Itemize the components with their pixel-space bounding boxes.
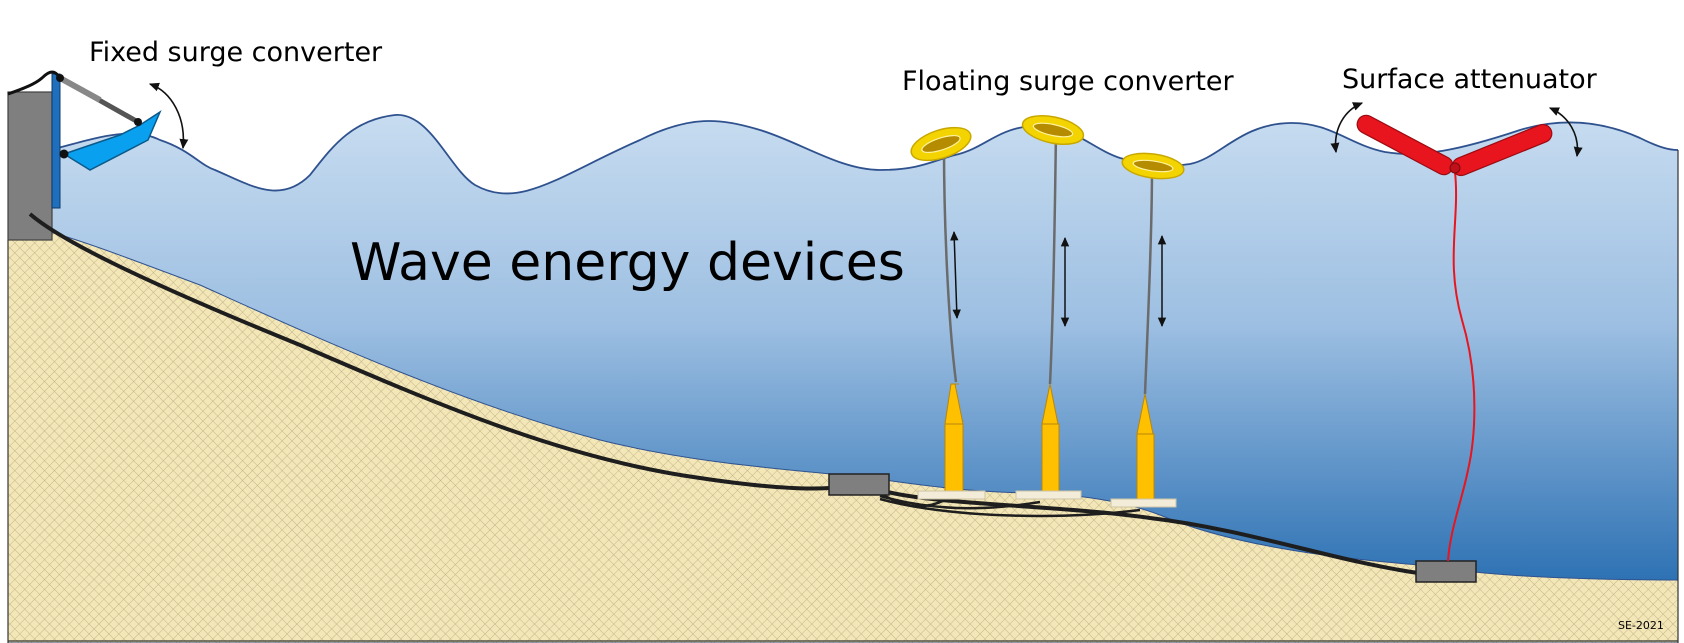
anchor-base-3 [1110, 498, 1177, 508]
tether-1 [942, 147, 958, 383]
floating-surge-unit-1 [910, 126, 986, 500]
credit-label: SE-2021 [1618, 619, 1664, 632]
pivot-arm [134, 118, 142, 126]
tether-2 [1048, 129, 1058, 385]
anchor-pile-1 [944, 423, 964, 493]
tether-3 [1143, 166, 1154, 395]
shore-cable-top [7, 70, 62, 96]
anchor-base-1 [917, 490, 986, 500]
cable-to-attenuator-hub [879, 488, 1419, 575]
motion-arrow-1 [950, 230, 961, 320]
label-floating-surge-converter: Floating surge converter [902, 66, 1234, 97]
pivot-bottom [59, 149, 69, 159]
curved-arrow-attenuator-left [1330, 102, 1364, 154]
wave-surface-line [49, 114, 1679, 195]
floating-surge-unit-2 [1015, 114, 1085, 500]
label-fixed-surge-converter: Fixed surge converter [89, 37, 383, 68]
junction-box-center [828, 473, 890, 496]
attenuator-hinge [1449, 162, 1461, 174]
floating-surge-unit-3 [1110, 152, 1185, 508]
main-shore-cable [28, 212, 831, 491]
curved-arrow-fixed [148, 82, 189, 150]
export-cables [28, 212, 1419, 575]
anchor-pile-2 [1041, 423, 1060, 493]
anchor-base-2 [1015, 490, 1082, 500]
anchor-tip-1 [944, 383, 964, 425]
diagram-title: Wave energy devices [350, 233, 905, 293]
label-surface-attenuator: Surface attenuator [1342, 64, 1597, 95]
attenuator-mooring-line [1447, 171, 1476, 562]
curved-arrow-attenuator-right [1548, 107, 1583, 158]
sea-water [50, 114, 1678, 580]
converter-mount-post [51, 73, 61, 209]
junction-box-attenuator [1415, 560, 1477, 583]
surface-attenuator [1330, 102, 1583, 562]
shore-pier [7, 91, 53, 241]
anchor-pile-3 [1136, 433, 1155, 501]
